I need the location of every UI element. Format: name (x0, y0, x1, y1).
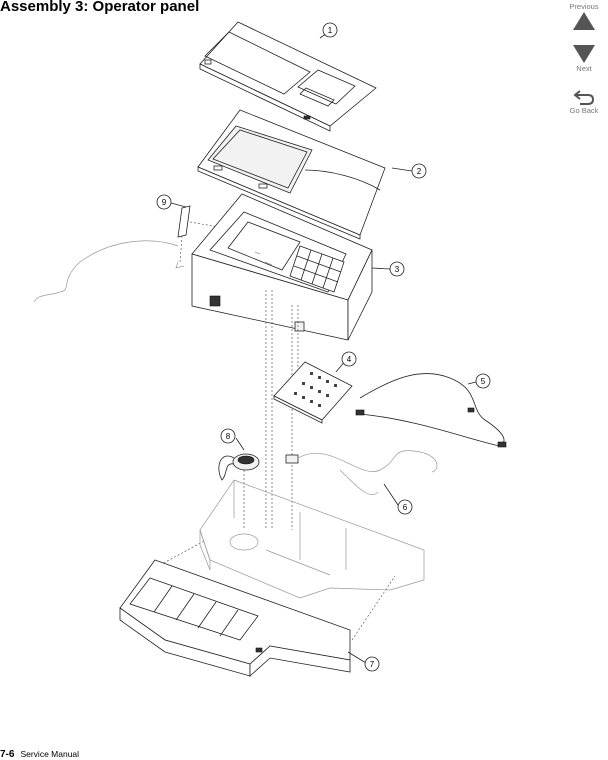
footer-manual-name: Service Manual (20, 749, 80, 759)
callout-6: 6 (397, 499, 413, 515)
part-4-pcb (273, 361, 353, 424)
part-6-cable (285, 450, 438, 496)
svg-text:8: 8 (226, 432, 231, 441)
nav-go-back[interactable]: Go Back (560, 88, 608, 115)
svg-text:4: 4 (347, 355, 352, 364)
part-3-panel-housing (191, 193, 373, 341)
next-icon[interactable] (572, 44, 596, 64)
assembly-guides (159, 290, 396, 641)
page-footer: 7-6 Service Manual (0, 749, 79, 760)
svg-text:6: 6 (403, 503, 408, 512)
previous-icon[interactable] (572, 11, 596, 31)
svg-text:5: 5 (481, 377, 486, 386)
callout-2: 2 (411, 163, 427, 179)
nav-next[interactable]: Next (560, 44, 608, 73)
part-1-bezel (199, 21, 377, 132)
svg-text:3: 3 (395, 265, 400, 274)
callout-7: 7 (364, 656, 380, 672)
go-back-label: Go Back (569, 106, 599, 115)
next-label: Next (576, 64, 592, 73)
callout-8: 8 (220, 428, 236, 444)
callout-3: 3 (389, 261, 405, 277)
previous-label: Previous (569, 2, 599, 11)
svg-text:1: 1 (328, 26, 333, 35)
leader-lines (170, 30, 477, 664)
part-8-speaker (218, 453, 260, 481)
callout-5: 5 (475, 373, 491, 389)
exploded-diagram: 1 2 3 4 5 6 7 8 9 (33, 21, 507, 677)
go-back-icon[interactable] (572, 88, 596, 106)
part-5-cable (355, 373, 507, 448)
part-9-bracket (33, 205, 249, 303)
svg-text:9: 9 (162, 198, 167, 207)
part-7-bottom-cover (119, 559, 351, 677)
page-title: Assembly 3: Operator panel (0, 0, 200, 15)
nav-previous[interactable]: Previous (560, 2, 608, 31)
base-housing (199, 479, 425, 599)
callout-9: 9 (156, 194, 172, 210)
callout-4: 4 (341, 351, 357, 367)
part-2-lcd-module (197, 109, 386, 240)
svg-text:7: 7 (370, 660, 375, 669)
keypad-grid (289, 245, 345, 293)
footer-page-number: 7-6 (0, 749, 15, 760)
callout-1: 1 (322, 22, 338, 38)
svg-text:2: 2 (417, 167, 422, 176)
